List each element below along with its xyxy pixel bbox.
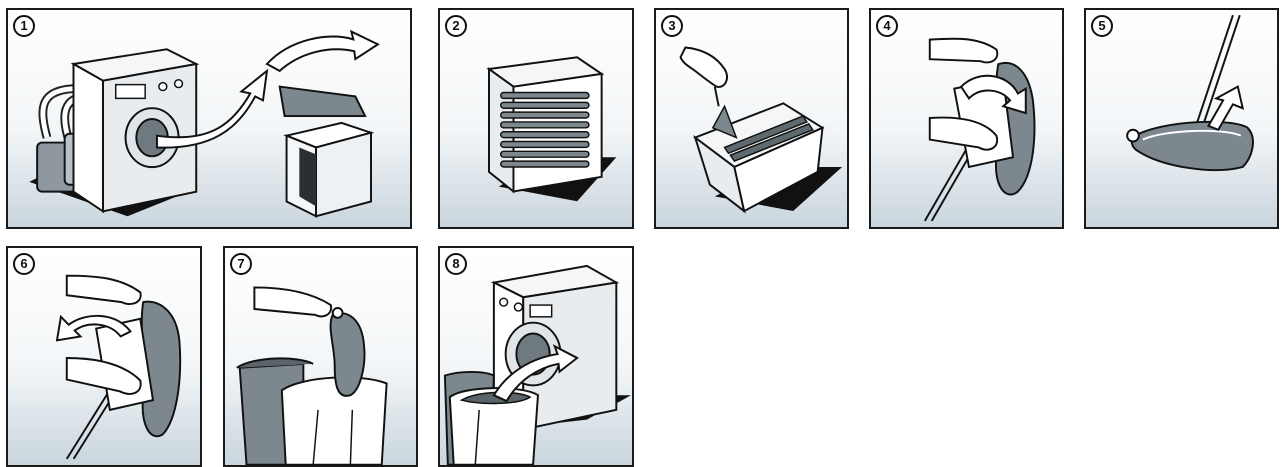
step-number-badge: 3 bbox=[661, 15, 683, 37]
step-panel-4: 4 bbox=[869, 8, 1064, 229]
mop-pad-icon bbox=[331, 308, 365, 396]
step-6-illustration bbox=[8, 248, 200, 465]
washing-machine-icon bbox=[73, 49, 196, 211]
step-number-badge: 7 bbox=[230, 253, 252, 275]
step-panel-1: 1 bbox=[6, 8, 412, 229]
step-number-badge: 6 bbox=[13, 253, 35, 275]
step-panel-5: 5 bbox=[1084, 8, 1279, 229]
step-number-badge: 2 bbox=[445, 15, 467, 37]
gloved-hand-icon bbox=[680, 47, 726, 106]
step-panel-6: 6 bbox=[6, 246, 202, 467]
step-4-illustration bbox=[871, 10, 1062, 227]
step-2-illustration bbox=[440, 10, 632, 227]
step-panel-2: 2 bbox=[438, 8, 634, 229]
step-panel-3: 3 bbox=[654, 8, 849, 229]
step-number-badge: 1 bbox=[13, 15, 35, 37]
mop-icon bbox=[1127, 122, 1253, 170]
laundry-bag-icon bbox=[237, 358, 387, 464]
mop-holder-box-icon bbox=[489, 57, 602, 191]
gloved-hand-icon bbox=[254, 287, 331, 316]
step-panel-7: 7 bbox=[223, 246, 418, 467]
step-3-illustration bbox=[656, 10, 847, 227]
step-number-badge: 4 bbox=[876, 15, 898, 37]
step-8-illustration bbox=[440, 248, 632, 465]
step-1-illustration bbox=[8, 10, 410, 227]
step-number-badge: 5 bbox=[1091, 15, 1113, 37]
step-7-illustration bbox=[225, 248, 416, 465]
step-5-illustration bbox=[1086, 10, 1277, 227]
step-number-badge: 8 bbox=[445, 253, 467, 275]
step-panel-8: 8 bbox=[438, 246, 634, 467]
